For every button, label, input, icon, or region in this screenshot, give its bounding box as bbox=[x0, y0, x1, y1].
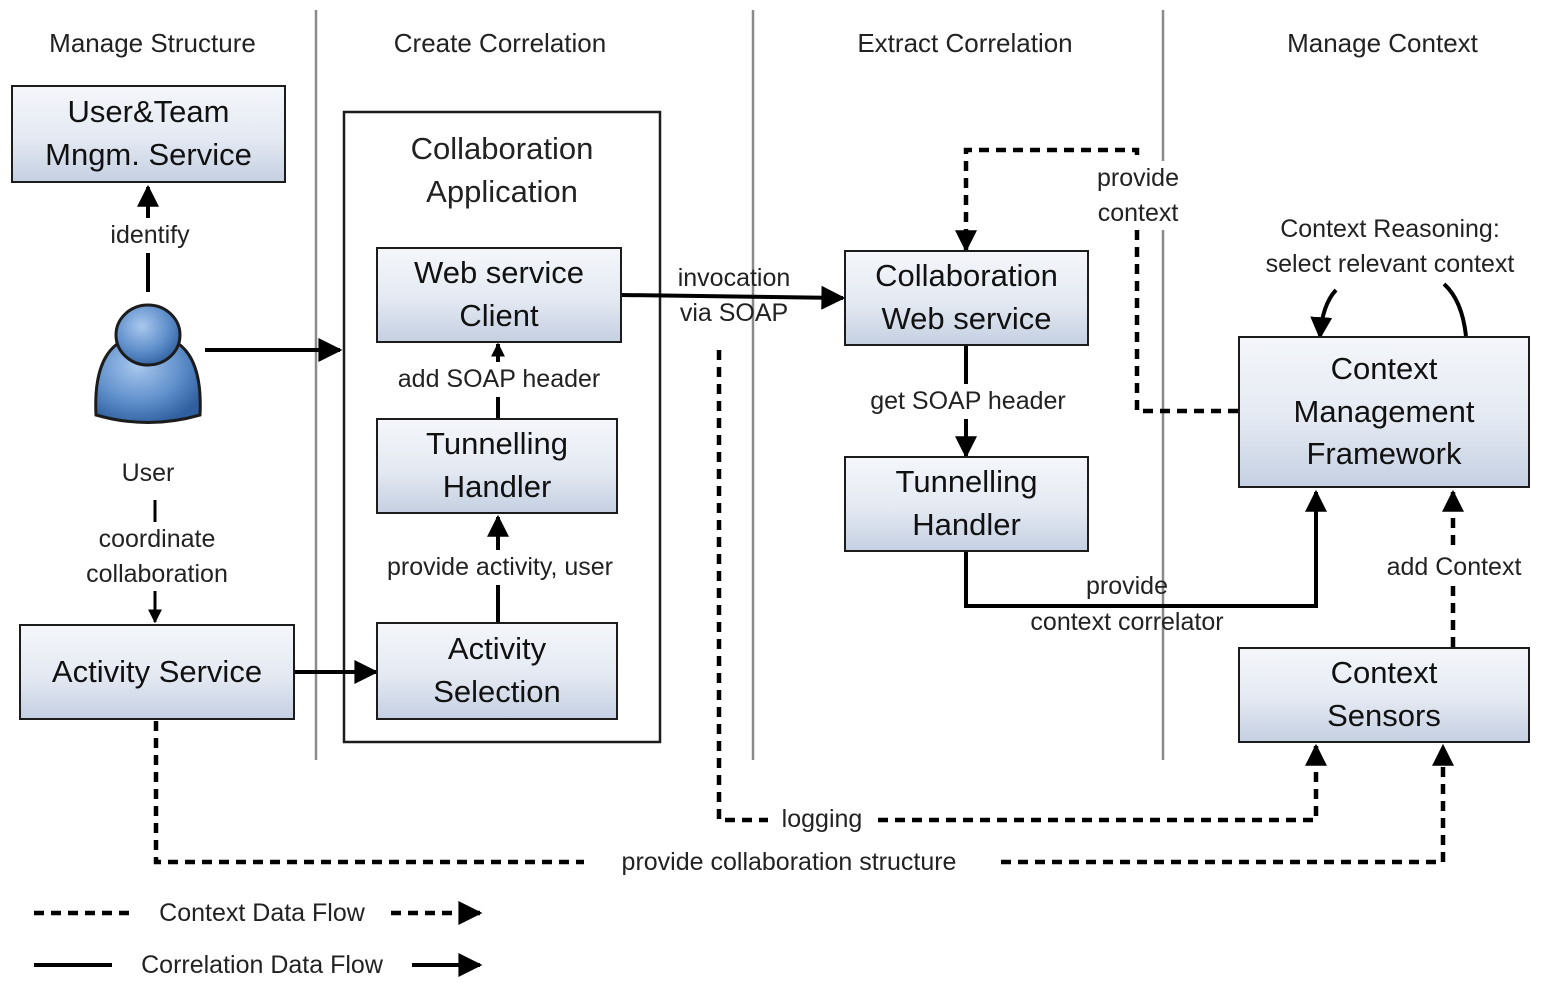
user-icon bbox=[94, 303, 202, 424]
tunnel-handler-left-box: Tunnelling Handler bbox=[376, 418, 618, 514]
header-manage-context: Manage Context bbox=[1287, 28, 1478, 58]
invocation-arrow bbox=[621, 285, 846, 310]
correlator-arrow bbox=[964, 489, 1327, 608]
reasoning-label: Context Reasoning: select relevant conte… bbox=[1265, 215, 1515, 278]
activity-service-box: Activity Service bbox=[19, 624, 295, 720]
tunnel-handler-right-box: Tunnelling Handler bbox=[844, 456, 1089, 552]
ws-client-box: Web service Client bbox=[376, 247, 622, 343]
user-label: User bbox=[108, 456, 188, 491]
user-team-service-box: User&Team Mngm. Service bbox=[11, 85, 286, 183]
provide-context-arrow bbox=[955, 147, 1238, 414]
coordinate-label: coordinate collaboration bbox=[55, 522, 259, 591]
collab-app-title: Collaboration Application bbox=[410, 131, 594, 209]
add-context-label: add Context bbox=[1366, 550, 1542, 585]
header-manage-structure: Manage Structure bbox=[49, 28, 256, 58]
invocation-label: invocation via SOAP bbox=[677, 264, 791, 327]
add-soap-label: add SOAP header bbox=[366, 362, 632, 397]
collab-structure-label: provide collaboration structure bbox=[584, 845, 994, 880]
context-sensors-box: Context Sensors bbox=[1238, 647, 1530, 743]
cmf-box: Context Management Framework bbox=[1238, 336, 1530, 488]
logging-arrow bbox=[716, 350, 1327, 823]
get-soap-label: get SOAP header bbox=[840, 384, 1096, 419]
legend-context-flow: Context Data Flow bbox=[134, 896, 390, 931]
provide-context-label: provide context bbox=[1080, 161, 1196, 230]
collab-ws-box: Collaboration Web service bbox=[844, 250, 1089, 346]
reasoning-arrow bbox=[1320, 282, 1468, 337]
legend-correlation-flow: Correlation Data Flow bbox=[112, 948, 412, 983]
correlator-label: provide context correlator bbox=[1030, 572, 1224, 637]
identify-label: identify bbox=[90, 218, 210, 253]
logging-label: logging bbox=[768, 802, 876, 837]
header-create-correlation: Create Correlation bbox=[393, 28, 607, 58]
provide-activity-label: provide activity, user bbox=[352, 550, 648, 585]
activity-selection-box: Activity Selection bbox=[376, 622, 618, 720]
header-extract-correlation: Extract Correlation bbox=[857, 28, 1073, 58]
